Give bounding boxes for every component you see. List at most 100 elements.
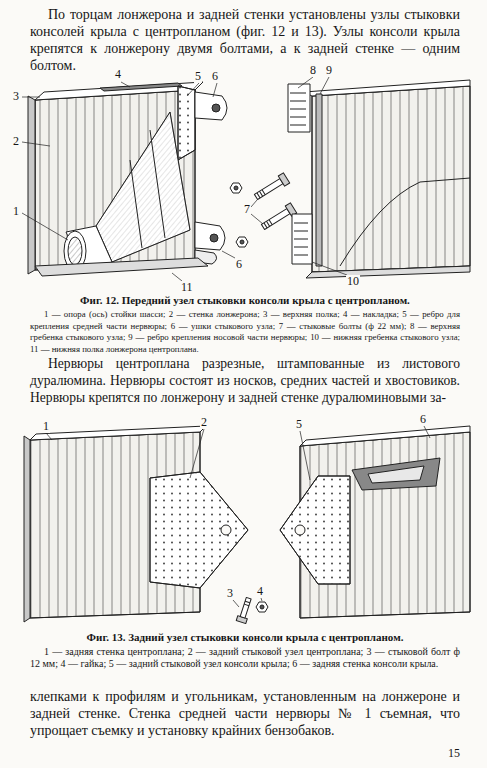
upper-comb — [288, 84, 310, 132]
callout-number: 8 — [309, 64, 317, 77]
leader-line — [213, 83, 217, 97]
callout-number: 6 — [211, 70, 219, 83]
leader-line — [320, 77, 329, 94]
rear-fitting — [150, 472, 248, 588]
rear-wall — [24, 436, 30, 622]
leader-line — [22, 142, 50, 146]
spar-web — [28, 96, 35, 274]
fitting-lug — [195, 92, 227, 264]
overlay-plate — [100, 83, 182, 91]
figure-legend: 1 — опора (ось) стойки шасси; 2 — стенка… — [30, 309, 460, 355]
figure-caption: Фиг. 12. Передний узел стыковки консоли … — [30, 294, 460, 307]
lower-comb — [294, 247, 308, 248]
callout-number: 2 — [12, 135, 20, 148]
wing-rear-flange — [300, 426, 470, 446]
callout-number: 1 — [42, 420, 50, 433]
lower-comb — [294, 231, 308, 232]
callout-number: 3 — [12, 90, 20, 103]
callout-number: 1 — [12, 205, 20, 218]
fitting-lug — [210, 234, 218, 242]
lower-comb — [292, 214, 312, 264]
upper-comb — [290, 125, 306, 126]
rib-attachment — [178, 86, 195, 160]
joint-bolt — [244, 604, 249, 606]
leader-line — [22, 97, 40, 98]
gear-axle-cone — [96, 112, 190, 262]
lightening-plate — [368, 466, 424, 483]
callout-number: 11 — [180, 281, 194, 294]
joint-bolt — [269, 220, 272, 225]
callout-number: 4 — [114, 68, 122, 81]
rear-fitting — [150, 472, 248, 588]
joint-bolt — [236, 597, 253, 624]
gear-axle-cone — [150, 130, 165, 238]
wing-spar-web — [340, 178, 470, 266]
rib-attachment — [178, 86, 195, 160]
leader-line — [424, 426, 430, 438]
page-number: 15 — [448, 746, 460, 760]
joint-bolt — [264, 223, 267, 228]
nut — [256, 602, 268, 612]
joint-bolt — [260, 203, 297, 232]
lower-flange — [35, 258, 208, 276]
upper-comb — [290, 93, 306, 94]
leader-line — [222, 251, 235, 258]
wing-rear-fitting — [280, 476, 350, 584]
nose-rib-plate — [316, 94, 322, 266]
nut — [236, 237, 248, 247]
lower-comb — [294, 239, 308, 240]
leader-line — [312, 262, 347, 275]
nut — [240, 240, 244, 244]
joint-bolt — [261, 209, 290, 230]
wing-rear-fitting — [280, 476, 350, 584]
upper-comb — [290, 109, 306, 110]
joint-bolt — [257, 193, 260, 198]
leader-line — [187, 83, 199, 96]
gear-axle-cone — [64, 112, 190, 271]
leader-line — [121, 82, 130, 87]
wing-spar-web — [312, 86, 470, 272]
wing-rear-fitting — [280, 476, 350, 584]
spar-web — [28, 90, 195, 274]
wing-upper-flange — [304, 80, 470, 96]
wing-lower-flange — [306, 266, 470, 278]
nut — [234, 186, 238, 190]
callout-number: 6 — [419, 413, 427, 426]
callout-number: 2 — [200, 416, 208, 429]
callout-number: 9 — [325, 64, 333, 77]
lower-comb — [294, 255, 308, 256]
leader-line — [46, 433, 52, 440]
body-paragraph: Нервюры центроплана разрезные, штампован… — [30, 355, 460, 406]
callout-number: 10 — [346, 275, 360, 288]
nut — [230, 183, 242, 193]
callout-number: 5 — [295, 418, 303, 431]
fitting-lug — [212, 104, 220, 112]
wing-rear-fitting — [295, 525, 305, 535]
callout-number: 4 — [256, 585, 264, 598]
wing-spar-web — [312, 86, 470, 272]
nut — [260, 605, 264, 609]
joint-bolt — [240, 597, 251, 618]
callout-number: 5 — [194, 70, 202, 83]
spar-web — [35, 90, 195, 270]
figure-legend: 1 — задняя стенка центроплана; 2 — задни… — [30, 646, 460, 669]
joint-bolt — [259, 191, 262, 196]
joint-bolt — [253, 173, 290, 202]
upper-comb — [288, 84, 310, 132]
callout-number: 3 — [226, 587, 234, 600]
upper-comb — [290, 117, 306, 118]
leader-line — [298, 77, 313, 88]
lightening-plate — [352, 458, 440, 490]
leader-line — [300, 431, 310, 480]
lower-comb — [292, 214, 312, 264]
joint-bolt — [245, 601, 250, 603]
spar-web — [35, 90, 195, 270]
leader-line — [190, 429, 204, 478]
joint-bolt — [254, 179, 283, 200]
joint-bolt — [278, 173, 289, 186]
nut — [256, 602, 268, 612]
joint-bolt — [262, 190, 265, 195]
rib-attachment — [178, 86, 195, 160]
figure-caption: Фиг. 13. Задний узел стыковки консоли кр… — [30, 631, 460, 644]
